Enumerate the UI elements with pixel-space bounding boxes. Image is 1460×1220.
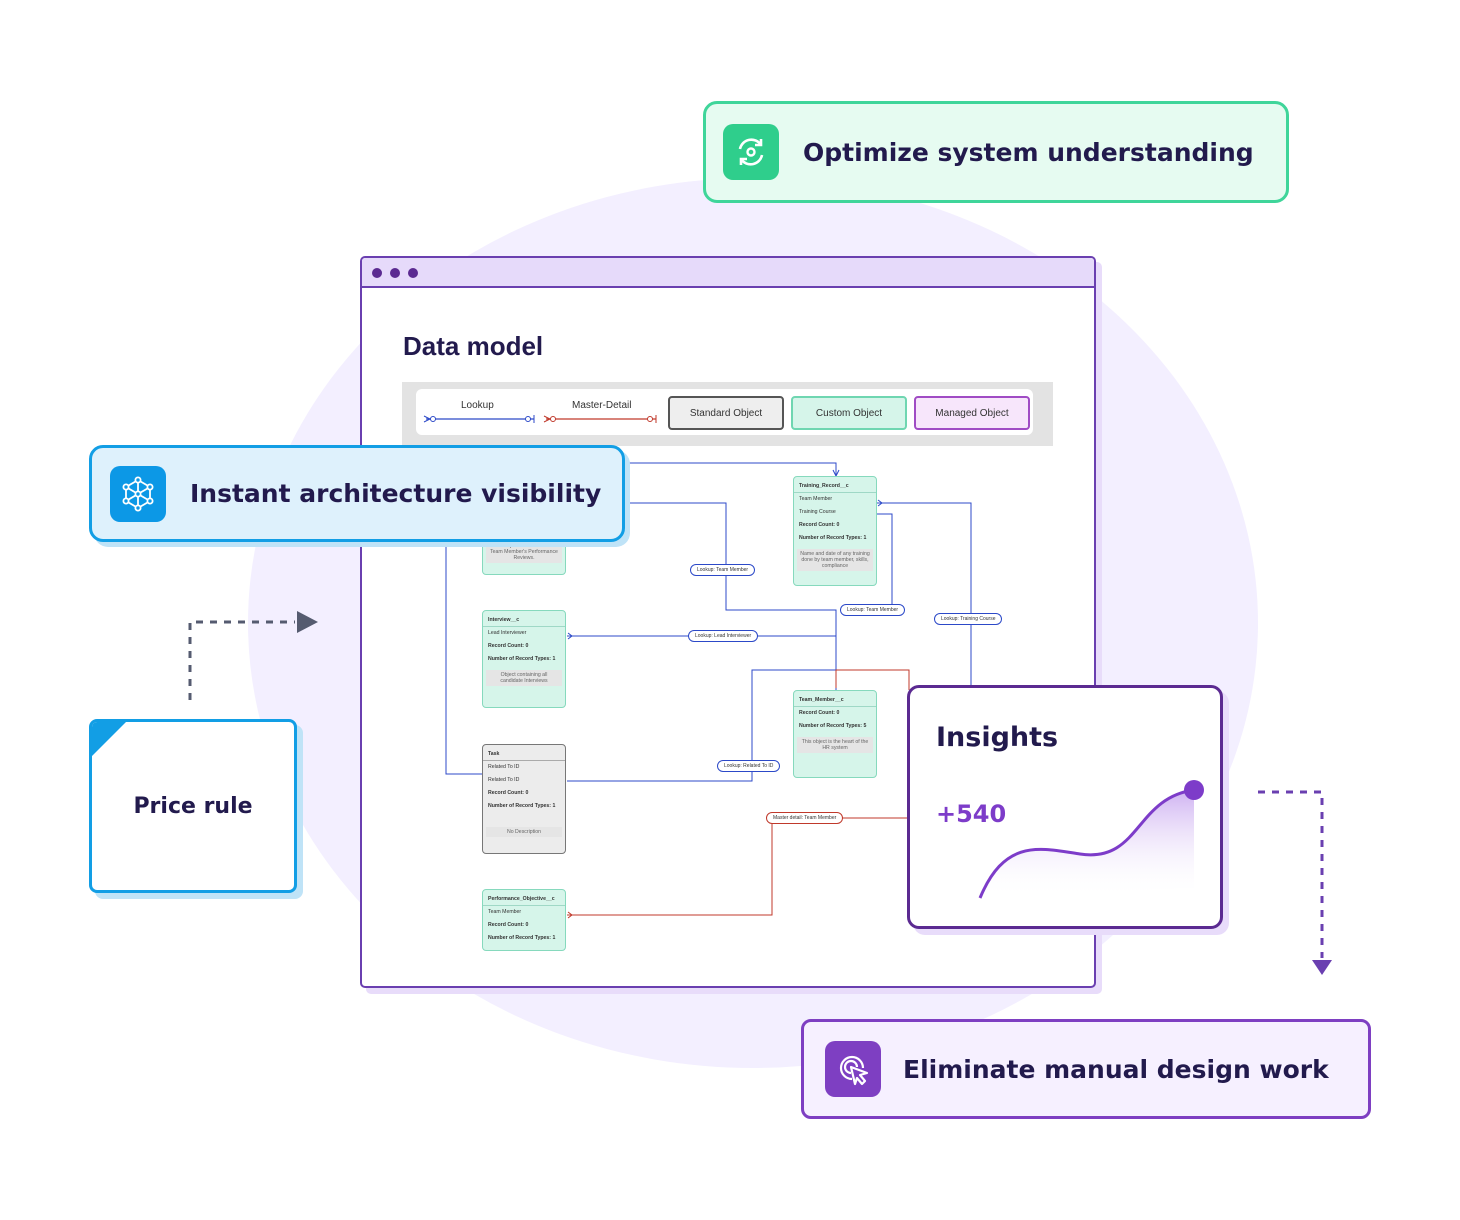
- object-training-record[interactable]: Training_Record__c Team Member Training …: [793, 476, 877, 586]
- price-rule-card[interactable]: Price rule: [89, 719, 297, 893]
- card-corner: [92, 722, 126, 756]
- relation-label: Lookup: Team Member: [840, 604, 906, 616]
- legend-lines: [423, 415, 657, 423]
- relation-label: Master detail: Team Member: [766, 812, 844, 824]
- insights-title: Insights: [936, 722, 1059, 753]
- callout-optimize-text: Optimize system understanding: [803, 137, 1254, 167]
- page-title: Data model: [403, 331, 544, 361]
- object-team-member[interactable]: Team_Member__c Record Count: 0 Number of…: [793, 690, 877, 778]
- relation-label: Lookup: Training Course: [934, 613, 1003, 625]
- data-model-window: Data model Lookup Master-Detail Standard…: [360, 256, 1096, 988]
- object-task[interactable]: Task Related To ID Related To ID Record …: [482, 744, 566, 854]
- callout-eliminate-text: Eliminate manual design work: [903, 1054, 1329, 1084]
- legend: Lookup Master-Detail Standard Object Cus…: [402, 382, 1053, 446]
- legend-master-detail-label: Master-Detail: [572, 400, 632, 411]
- cursor-click-icon: [825, 1041, 881, 1097]
- legend-managed-object: Managed Object: [914, 396, 1030, 430]
- callout-optimize: Optimize system understanding: [703, 101, 1289, 203]
- relation-label: Lookup: Lead Interviewer: [688, 630, 759, 642]
- insights-card[interactable]: Insights +540: [907, 685, 1223, 929]
- window-titlebar: [362, 258, 1094, 288]
- refresh-cycle-icon: [723, 124, 779, 180]
- window-dot[interactable]: [408, 268, 418, 278]
- insights-value: +540: [936, 800, 1007, 828]
- callout-eliminate: Eliminate manual design work: [801, 1019, 1371, 1119]
- legend-standard-object: Standard Object: [668, 396, 784, 430]
- network-icon: [110, 465, 166, 522]
- object-interview[interactable]: Interview__c Lead Interviewer Record Cou…: [482, 610, 566, 708]
- window-dot[interactable]: [372, 268, 382, 278]
- price-rule-title: Price rule: [133, 794, 253, 819]
- window-dot[interactable]: [390, 268, 400, 278]
- relation-label: Lookup: Team Member: [690, 564, 756, 576]
- relation-label: Lookup: Related To ID: [717, 760, 781, 772]
- callout-visibility: Instant architecture visibility: [89, 445, 625, 542]
- legend-lookup-label: Lookup: [461, 400, 494, 411]
- callout-visibility-text: Instant architecture visibility: [190, 479, 602, 508]
- insights-trend-chart: [978, 780, 1204, 899]
- object-performance-objective[interactable]: Performance_Objective__c Team Member Rec…: [482, 889, 566, 951]
- legend-custom-object: Custom Object: [791, 396, 907, 430]
